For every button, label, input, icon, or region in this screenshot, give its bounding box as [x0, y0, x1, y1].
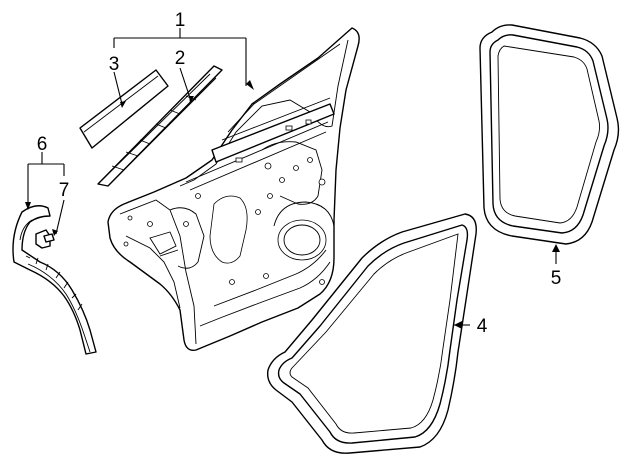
callout-3: 3	[109, 54, 120, 75]
door-shell	[107, 27, 360, 351]
callout-1: 1	[175, 10, 186, 31]
weatherstrip-5	[479, 24, 620, 245]
trim-6	[12, 205, 97, 355]
arrowheads	[25, 80, 560, 329]
clip-7	[35, 229, 55, 249]
weatherstrip-4	[266, 213, 477, 454]
callout-4: 4	[477, 316, 488, 337]
callout-7: 7	[59, 180, 70, 201]
leader-lines	[27, 28, 557, 326]
callout-6: 6	[37, 134, 48, 155]
callout-2: 2	[175, 48, 186, 69]
callout-5: 5	[551, 268, 562, 289]
